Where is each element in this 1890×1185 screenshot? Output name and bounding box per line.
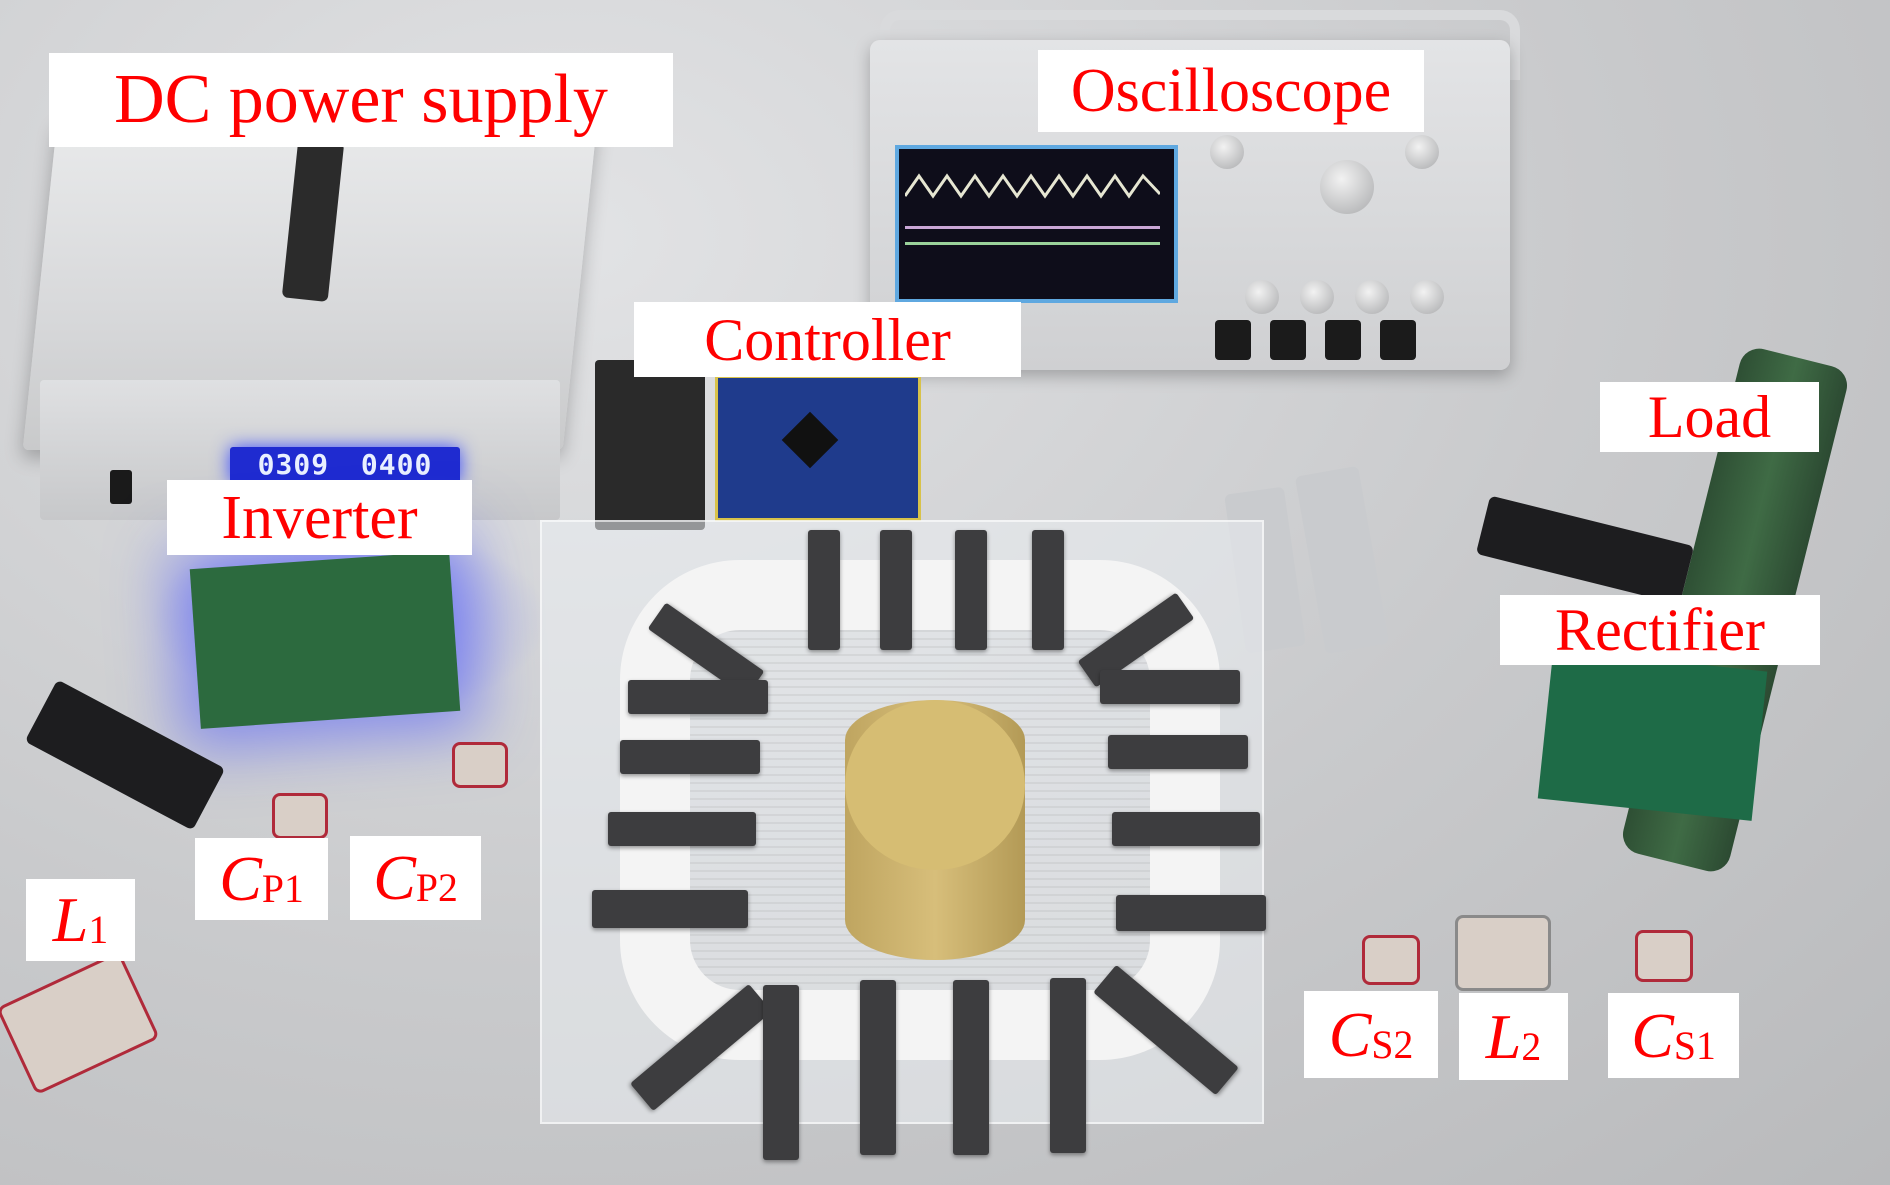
power-switch — [110, 470, 132, 504]
ferrite-bar — [1050, 978, 1086, 1153]
capacitor-cp1 — [272, 793, 328, 839]
label-symbol: L — [1485, 1000, 1522, 1072]
inductor-l1 — [0, 950, 160, 1096]
label-symbol: C — [219, 843, 262, 914]
ferrite-bar — [628, 680, 768, 714]
label-text: Controller — [704, 306, 951, 373]
ferrite-bar — [1100, 670, 1240, 704]
label-subscript: P2 — [415, 866, 458, 911]
auxiliary-power-board — [595, 360, 705, 530]
label-subscript: S1 — [1673, 1023, 1716, 1068]
dc-supply-display: 0309 0400 — [230, 447, 460, 483]
capacitor-cp2 — [452, 742, 508, 788]
capacitor-cs1 — [1635, 930, 1693, 982]
ferrite-bar — [1112, 812, 1260, 846]
receiver-coil-top — [845, 700, 1025, 870]
label-inverter: Inverter — [167, 480, 472, 555]
label-symbol: C — [1328, 998, 1372, 1070]
label-symbol: L — [52, 884, 89, 955]
rectifier-board — [1537, 649, 1768, 821]
probe-connector — [1325, 320, 1361, 360]
waveform-line-purple — [905, 226, 1160, 229]
label-subscript: S2 — [1371, 1022, 1414, 1067]
knob — [1300, 280, 1334, 314]
knob — [1245, 280, 1279, 314]
ferrite-bar — [1108, 735, 1248, 769]
label-rectifier: Rectifier — [1500, 595, 1820, 665]
display-reading-right: 0400 — [360, 448, 433, 481]
label-text: Oscilloscope — [1070, 57, 1392, 125]
ferrite-bar — [1116, 895, 1266, 931]
label-subscript: 1 — [88, 908, 109, 953]
ferrite-bar — [953, 980, 989, 1155]
label-text: Rectifier — [1555, 597, 1765, 663]
label-subscript: P1 — [261, 867, 304, 912]
knob — [1410, 280, 1444, 314]
capacitor-cs2 — [1362, 935, 1420, 985]
knob — [1210, 135, 1244, 169]
label-symbol: C — [1631, 999, 1674, 1071]
waveform-line-green — [905, 242, 1160, 245]
label-controller: Controller — [634, 302, 1021, 377]
display-reading-left: 0309 — [257, 448, 330, 481]
ferrite-bar — [860, 980, 896, 1155]
current-clamp — [1475, 495, 1695, 605]
ferrite-bar — [955, 530, 987, 650]
ferrite-bar — [1032, 530, 1064, 650]
inverter-board — [189, 551, 461, 729]
ferrite-bar — [808, 530, 840, 650]
label-text: DC power supply — [114, 61, 608, 138]
knob — [1405, 135, 1439, 169]
differential-probe — [1294, 465, 1390, 655]
label-oscilloscope: Oscilloscope — [1038, 50, 1424, 132]
label-text: Load — [1647, 384, 1772, 450]
label-subscript: 2 — [1521, 1024, 1542, 1069]
ferrite-bar — [880, 530, 912, 650]
ferrite-bar — [763, 985, 799, 1160]
label-symbol: C — [373, 842, 416, 913]
knob — [1355, 280, 1389, 314]
label-dc-power-supply: DC power supply — [49, 53, 673, 147]
ferrite-bar — [608, 812, 756, 846]
ferrite-bar — [592, 890, 748, 928]
label-text: Inverter — [221, 483, 418, 552]
ferrite-bar — [620, 740, 760, 774]
knob-large — [1320, 160, 1374, 214]
waveform-trace — [905, 173, 1160, 199]
label-load: Load — [1600, 382, 1819, 452]
probe-connector — [1215, 320, 1251, 360]
inductor-l2 — [1455, 915, 1551, 991]
probe-connector — [1270, 320, 1306, 360]
oscilloscope-screen — [895, 145, 1178, 303]
probe-connector — [1380, 320, 1416, 360]
